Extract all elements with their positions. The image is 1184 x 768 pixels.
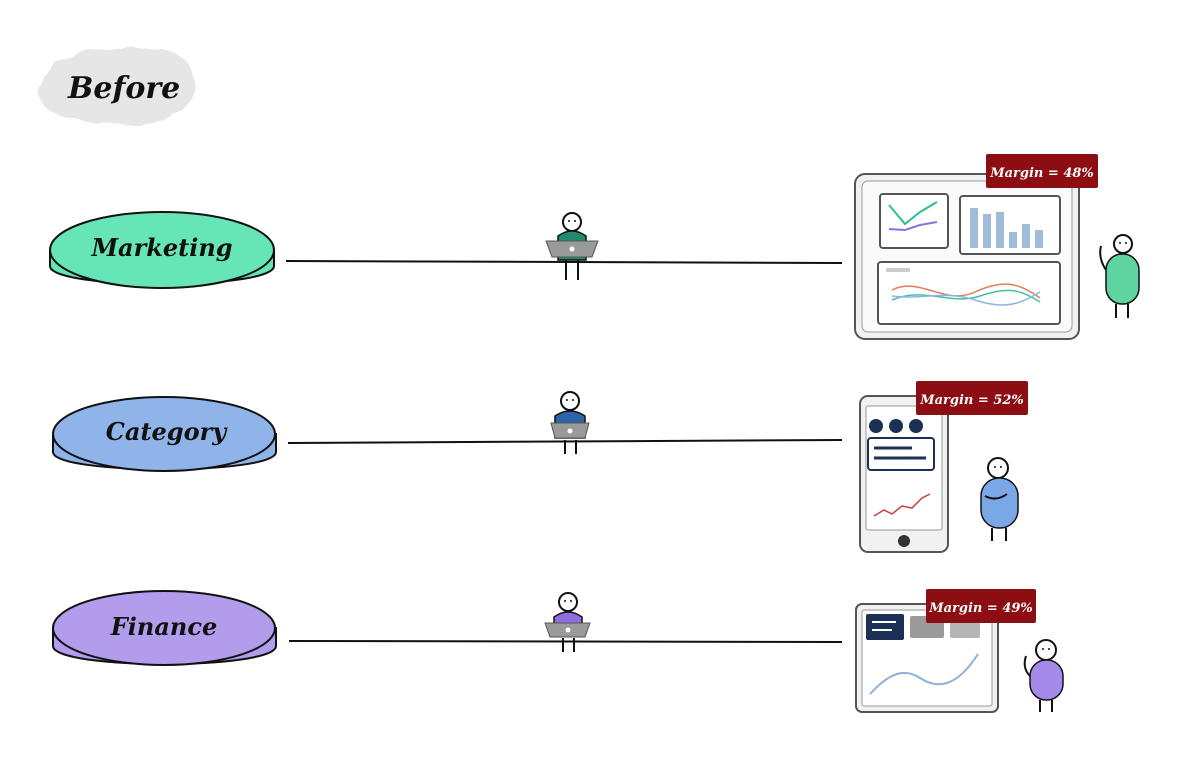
row-marketing: Marketing — [49, 154, 1140, 340]
page-title: Before — [67, 71, 180, 106]
marketing-disc: Marketing — [49, 211, 275, 289]
marketing-label: Marketing — [90, 233, 232, 262]
title-badge: Before — [38, 47, 194, 125]
category-phone-dashboard — [859, 395, 949, 553]
marketing-tablet-dashboard — [854, 173, 1080, 340]
finance-stakeholder-figure — [1023, 639, 1064, 712]
category-label: Category — [106, 417, 228, 446]
marketing-disc-top — [49, 211, 275, 289]
marketing-margin-tag: Margin = 48% — [986, 154, 1098, 188]
marketing-margin-label: Margin = 48% — [989, 166, 1094, 181]
phone-summary-card — [867, 437, 935, 471]
finance-laptop-dashboard — [855, 603, 999, 713]
category-disc-top — [52, 396, 276, 472]
finance-margin-label: Margin = 49% — [928, 601, 1033, 616]
finance-disc: Finance — [52, 590, 277, 666]
kpi-card-tertiary — [950, 620, 980, 638]
category-disc: Category — [52, 396, 277, 472]
finance-label: Finance — [110, 612, 218, 641]
wave-chart-widget — [877, 261, 1061, 325]
category-stakeholder-figure — [980, 457, 1019, 541]
finance-analyst-figure — [544, 592, 591, 652]
row-category: Category Margin = 52% — [52, 381, 1028, 553]
finance-disc-top — [52, 590, 276, 666]
finance-trend-line — [869, 653, 979, 695]
category-margin-label: Margin = 52% — [919, 393, 1024, 408]
finance-connector-line — [288, 640, 843, 643]
category-analyst-figure — [550, 391, 590, 454]
row-finance: Finance Margin = 49% — [52, 589, 1064, 713]
kpi-card-primary — [866, 614, 904, 640]
marketing-connector-line — [285, 260, 843, 264]
line-chart-widget — [879, 193, 949, 249]
finance-margin-tag: Margin = 49% — [926, 589, 1036, 623]
phone-home-button — [898, 535, 910, 547]
marketing-stakeholder-figure — [1099, 234, 1140, 318]
category-margin-tag: Margin = 52% — [916, 381, 1028, 415]
marketing-analyst-figure — [545, 212, 599, 280]
